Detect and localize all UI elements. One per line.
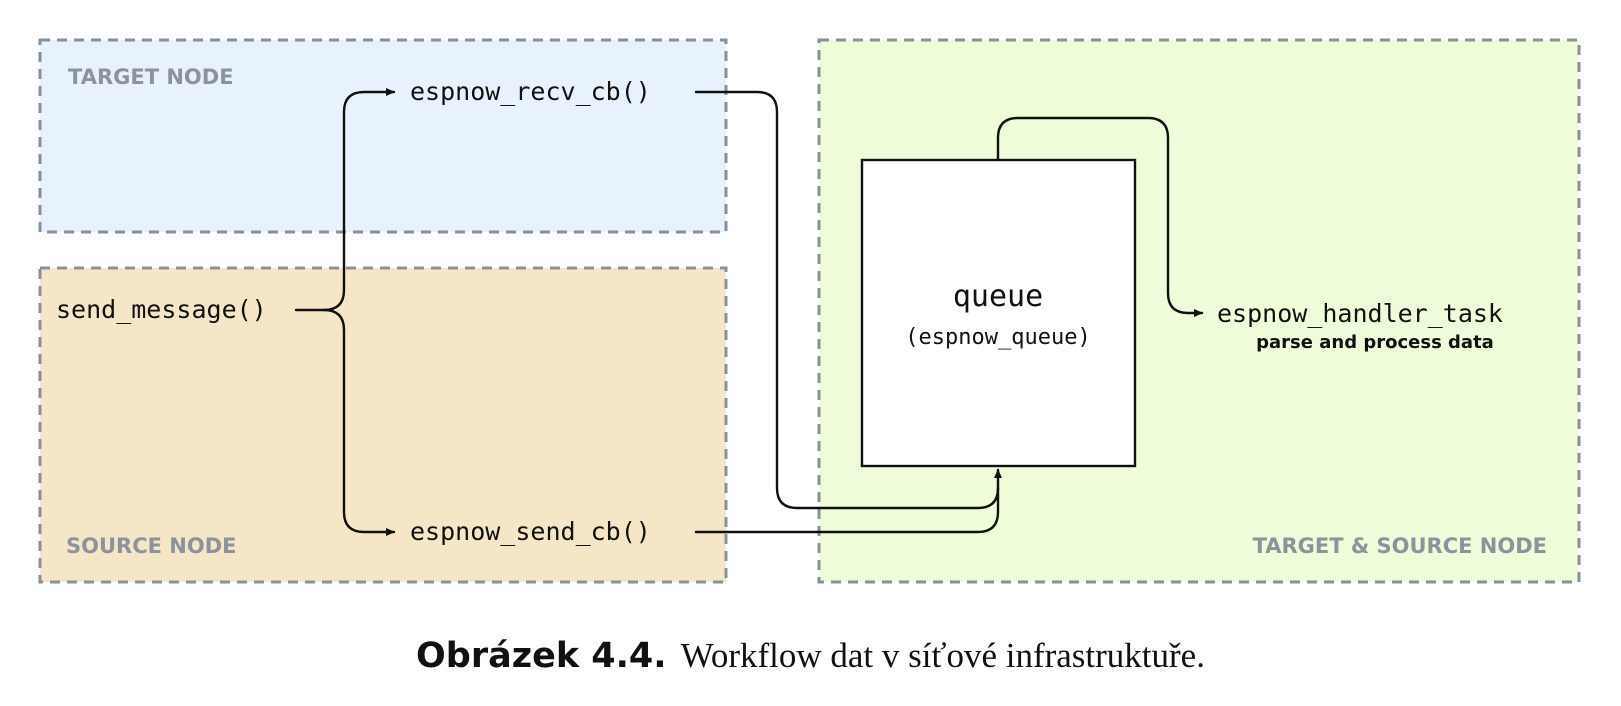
figure-number: Obrázek 4.4. xyxy=(416,636,667,676)
target-source-node-label: TARGET & SOURCE NODE xyxy=(1253,534,1547,558)
queue-title: queue xyxy=(953,279,1043,314)
espnow-handler-task-function: espnow_handler_task xyxy=(1217,299,1503,328)
handler-task-note: parse and process data xyxy=(1256,332,1494,353)
source-node-label: SOURCE NODE xyxy=(66,534,236,558)
target-node-zone xyxy=(38,38,728,234)
send-message-to-send-cb-arrow xyxy=(322,308,396,536)
target-node-label: TARGET NODE xyxy=(68,65,234,89)
send-cb-to-queue-connector xyxy=(694,486,1000,534)
espnow-recv-cb-function: espnow_recv_cb() xyxy=(410,77,651,106)
espnow-send-cb-function: espnow_send_cb() xyxy=(410,517,651,546)
queue-to-handler-task-arrow xyxy=(996,116,1204,317)
recv-cb-to-queue-arrow xyxy=(694,90,1002,510)
figure-caption-text: Workflow dat v síťové infrastruktuře. xyxy=(680,636,1205,675)
queue-box xyxy=(860,158,1137,468)
queue-name: (espnow_queue) xyxy=(905,325,1090,350)
source-node-zone xyxy=(38,266,728,584)
send-message-function: send_message() xyxy=(56,295,267,324)
send-message-to-recv-cb-arrow xyxy=(322,88,396,312)
figure-caption: Obrázek 4.4. Workflow dat v síťové infras… xyxy=(0,636,1621,676)
